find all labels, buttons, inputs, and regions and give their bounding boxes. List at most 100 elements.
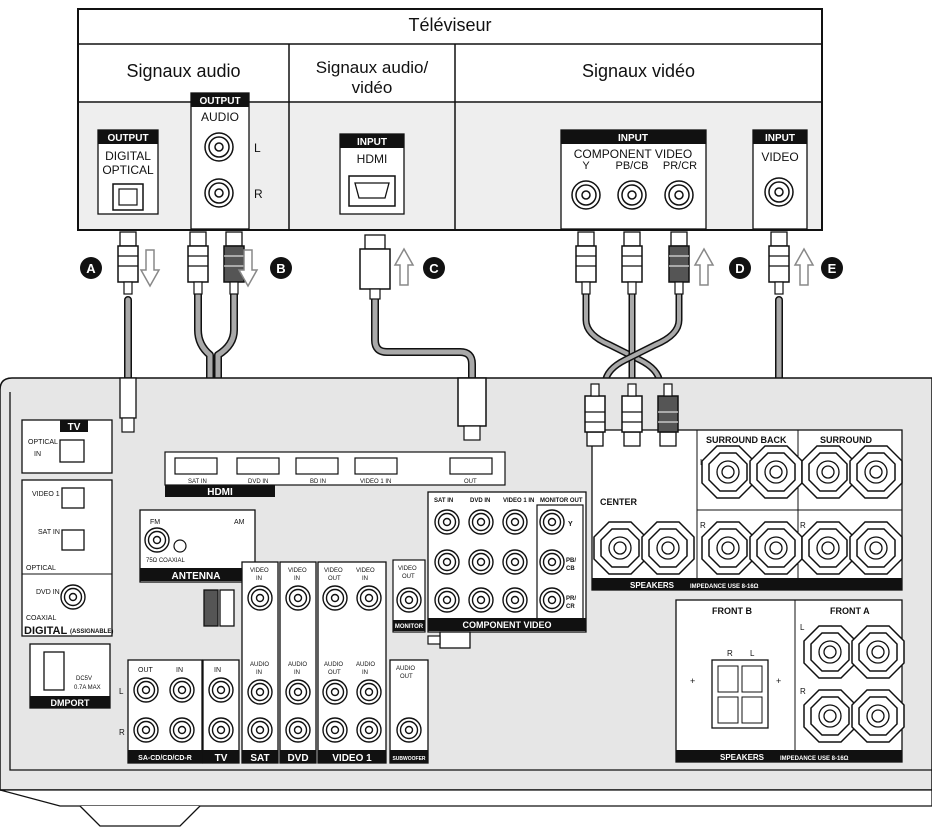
svg-text:COAXIAL: COAXIAL bbox=[26, 615, 56, 622]
svg-text:DIGITAL: DIGITAL bbox=[24, 625, 67, 637]
svg-text:AUDIO: AUDIO bbox=[288, 662, 307, 668]
svg-text:IN: IN bbox=[176, 667, 183, 674]
svg-text:DMPORT: DMPORT bbox=[51, 698, 90, 708]
tv-video-input: INPUT VIDEO bbox=[752, 129, 808, 230]
svg-text:VIDEO: VIDEO bbox=[356, 568, 375, 574]
svg-text:OUT: OUT bbox=[138, 667, 154, 674]
rcv-subwoofer: AUDIO OUT SUBWOOFER bbox=[389, 659, 429, 764]
svg-text:D: D bbox=[735, 261, 744, 276]
svg-text:SURROUND BACK: SURROUND BACK bbox=[706, 435, 787, 445]
rcv-speakers-top: SURROUND BACK SURROUND CENTER L L R R SP… bbox=[591, 429, 903, 591]
svg-text:CR: CR bbox=[566, 604, 575, 610]
component-pb: PB/CB bbox=[615, 160, 648, 172]
rcv-tv-optical: TV OPTICAL IN bbox=[21, 419, 113, 474]
rcv-optical-block: VIDEO 1 IN SAT IN OPTICAL DVD IN COAXIAL… bbox=[21, 479, 113, 637]
optical-output-line2: OPTICAL bbox=[102, 163, 154, 177]
svg-text:PR/: PR/ bbox=[566, 596, 576, 602]
arrow-d-icon bbox=[694, 248, 714, 286]
svg-text:IMPEDANCE USE 8-16Ω: IMPEDANCE USE 8-16Ω bbox=[690, 584, 759, 590]
col-audio-header: Signaux audio bbox=[126, 61, 241, 81]
component-pr: PR/CR bbox=[663, 160, 697, 172]
svg-text:AUDIO: AUDIO bbox=[396, 666, 415, 672]
svg-text:CENTER: CENTER bbox=[600, 497, 638, 507]
svg-text:IN: IN bbox=[294, 576, 300, 582]
svg-text:L: L bbox=[119, 687, 124, 696]
rcv-av-columns: VIDEO IN AUDIO IN SAT VIDEO IN AUDIO IN … bbox=[241, 561, 387, 764]
svg-text:DVD IN: DVD IN bbox=[36, 589, 60, 596]
svg-text:R: R bbox=[119, 728, 125, 737]
svg-text:SURROUND: SURROUND bbox=[820, 435, 873, 445]
rcv-dmport: DC5V 0.7A MAX DMPORT bbox=[29, 643, 111, 709]
svg-text:L: L bbox=[750, 649, 755, 658]
svg-text:OPTICAL: OPTICAL bbox=[26, 565, 56, 572]
arrow-c-icon bbox=[394, 248, 414, 286]
marker-d: D bbox=[729, 257, 751, 279]
hdmi-input-label: HDMI bbox=[357, 152, 388, 166]
svg-text:SAT IN: SAT IN bbox=[38, 529, 60, 536]
svg-text:VIDEO 1: VIDEO 1 bbox=[332, 753, 372, 764]
tv-optical-output: OUTPUT DIGITAL OPTICAL bbox=[97, 129, 159, 215]
video-input-tag: INPUT bbox=[765, 133, 795, 144]
svg-text:OUT: OUT bbox=[400, 674, 413, 680]
marker-c: C bbox=[423, 257, 445, 279]
svg-text:IN: IN bbox=[256, 576, 262, 582]
component-input-label: COMPONENT VIDEO bbox=[574, 147, 692, 161]
rcv-speakers-bottom: FRONT B FRONT A R L + + L R SPEAKERS IMP… bbox=[675, 599, 905, 763]
svg-text:OUT: OUT bbox=[328, 576, 341, 582]
svg-text:COMPONENT VIDEO: COMPONENT VIDEO bbox=[462, 620, 551, 630]
svg-text:ANTENNA: ANTENNA bbox=[172, 571, 221, 582]
svg-text:IN: IN bbox=[294, 670, 300, 676]
audio-output-label: AUDIO bbox=[201, 110, 239, 124]
svg-text:FRONT A: FRONT A bbox=[830, 606, 870, 616]
plugs-receiver bbox=[119, 377, 679, 649]
svg-text:VIDEO: VIDEO bbox=[288, 568, 307, 574]
svg-text:VIDEO: VIDEO bbox=[324, 568, 343, 574]
svg-text:MONITOR: MONITOR bbox=[395, 624, 424, 630]
svg-text:AUDIO: AUDIO bbox=[356, 662, 375, 668]
svg-text:C: C bbox=[429, 261, 439, 276]
col-av-header-2: vidéo bbox=[351, 78, 393, 97]
svg-text:PB/: PB/ bbox=[566, 558, 576, 564]
col-av-header-1: Signaux audio/ bbox=[315, 58, 429, 77]
svg-text:IMPEDANCE USE 8-16Ω: IMPEDANCE USE 8-16Ω bbox=[780, 756, 849, 762]
marker-e: E bbox=[821, 257, 843, 279]
svg-text:R: R bbox=[800, 687, 806, 696]
svg-text:IN: IN bbox=[256, 670, 262, 676]
svg-text:A: A bbox=[86, 261, 96, 276]
svg-text:OUT: OUT bbox=[464, 479, 477, 485]
arrow-a-icon bbox=[140, 249, 160, 287]
svg-text:IN: IN bbox=[34, 451, 41, 458]
svg-text:(ASSIGNABLE): (ASSIGNABLE) bbox=[70, 629, 113, 635]
svg-text:E: E bbox=[828, 261, 837, 276]
svg-text:MONITOR OUT: MONITOR OUT bbox=[540, 498, 583, 504]
svg-text:TV: TV bbox=[215, 753, 228, 764]
svg-text:OUT: OUT bbox=[328, 670, 341, 676]
component-y: Y bbox=[582, 160, 590, 172]
svg-text:VIDEO: VIDEO bbox=[398, 566, 417, 572]
svg-text:B: B bbox=[276, 261, 285, 276]
svg-text:OPTICAL: OPTICAL bbox=[28, 439, 58, 446]
svg-text:IN: IN bbox=[362, 670, 368, 676]
tv-component-input: INPUT COMPONENT VIDEO Y PB/CB PR/CR bbox=[560, 129, 707, 230]
video-input-label: VIDEO bbox=[761, 150, 798, 164]
svg-text:CB: CB bbox=[566, 566, 575, 572]
svg-text:SA-CD/CD/CD-R: SA-CD/CD/CD-R bbox=[138, 755, 192, 762]
rcv-antenna: FM 75Ω COAXIAL AM ANTENNA bbox=[139, 509, 256, 583]
svg-text:FRONT B: FRONT B bbox=[712, 606, 752, 616]
svg-text:AM: AM bbox=[234, 519, 245, 526]
svg-text:SAT IN: SAT IN bbox=[188, 479, 207, 485]
svg-text:SPEAKERS: SPEAKERS bbox=[720, 753, 765, 762]
svg-text:DVD IN: DVD IN bbox=[248, 479, 268, 485]
svg-text:SPEAKERS: SPEAKERS bbox=[630, 581, 675, 590]
svg-text:VIDEO 1 IN: VIDEO 1 IN bbox=[32, 491, 69, 498]
svg-text:SAT: SAT bbox=[250, 753, 269, 764]
svg-text:HDMI: HDMI bbox=[207, 487, 233, 498]
tv-title: Téléviseur bbox=[408, 15, 492, 35]
svg-text:FM: FM bbox=[150, 519, 160, 526]
tv-audio-output: OUTPUT AUDIO L R bbox=[190, 92, 263, 230]
hdmi-input-tag: INPUT bbox=[357, 137, 387, 148]
svg-text:AUDIO: AUDIO bbox=[250, 662, 269, 668]
svg-text:IN: IN bbox=[214, 667, 221, 674]
svg-text:L: L bbox=[800, 623, 805, 632]
